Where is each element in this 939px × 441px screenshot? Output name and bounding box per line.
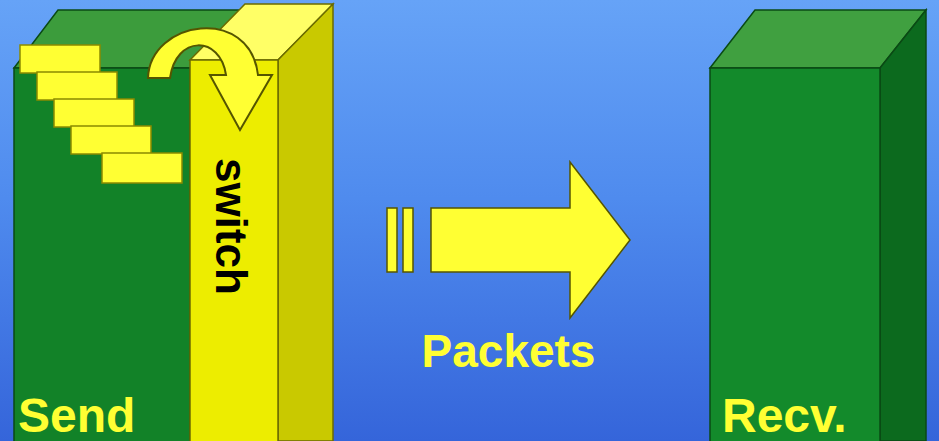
block-arrow [431,162,630,318]
cycle-arrow [148,28,272,130]
packet-arrow [387,162,630,318]
box-label: switch [206,158,256,295]
packet-stack [20,45,182,183]
box-front-face [710,68,880,441]
packet-card [71,126,151,154]
switch-top-face [190,4,333,60]
switch-side-face [278,4,333,441]
box-side-face [880,10,926,441]
recv-box: Recv. [710,68,880,441]
arrow-bar [387,208,397,272]
packet-card [102,153,182,183]
arrow-bar [403,208,413,272]
send-box: Send [14,68,190,441]
switch-column: switch [190,60,278,441]
box-top-face [710,10,926,68]
packet-card [54,99,134,127]
box-top-face [14,10,246,68]
packet-card [37,72,117,100]
box-front-face [14,68,190,441]
box-label: Recv. [722,388,847,441]
packet-card [20,45,100,73]
edge-label: Packets [422,324,596,378]
box-label: Send [18,388,135,441]
switch-front-face [190,60,278,441]
